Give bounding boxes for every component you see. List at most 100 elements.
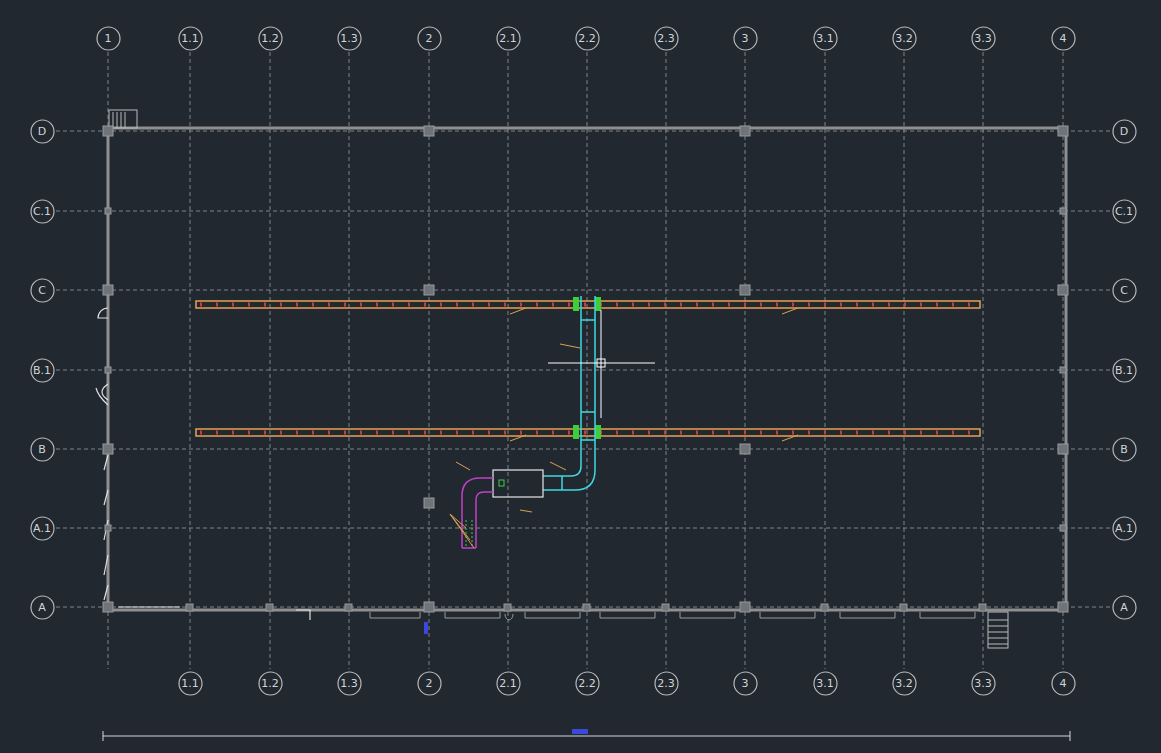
grid-bubble: 1.1 (178, 671, 203, 696)
grid-bubble: 3.1 (813, 26, 838, 51)
grid-bubble: A.1 (30, 516, 55, 541)
bubble-circle (972, 672, 995, 695)
building-wall (108, 128, 1066, 610)
bubble-circle (1052, 672, 1075, 695)
grid-label: 2 (426, 33, 433, 44)
bubble-circle (497, 27, 520, 50)
grid-bubble: 1.3 (337, 671, 362, 696)
grid-bubble: C (30, 278, 55, 303)
grid-bubble: 2 (417, 26, 442, 51)
duct-fitting (573, 297, 601, 439)
grid-label: 1 (105, 33, 112, 44)
grid-bubble: 2.2 (575, 671, 600, 696)
bubble-circle (576, 27, 599, 50)
grid-bubble: A (1112, 595, 1137, 620)
grid-bubble: A (30, 595, 55, 620)
grid-bubble: 4 (1051, 671, 1076, 696)
bubble-circle (1113, 517, 1136, 540)
grid-bubble: B (30, 437, 55, 462)
bubble-circle (655, 27, 678, 50)
column-symbol (103, 126, 1068, 612)
grid-label: A (1120, 602, 1128, 613)
bubble-circle (893, 27, 916, 50)
grid-label: B.1 (33, 365, 51, 376)
bubble-circle (97, 27, 120, 50)
bubble-circle (418, 27, 441, 50)
bubble-circle (814, 27, 837, 50)
bubble-circle (497, 672, 520, 695)
grid-label: 3.3 (974, 678, 992, 689)
bubble-circle (1113, 279, 1136, 302)
grid-label: 4 (1060, 678, 1067, 689)
grid-bubble: 1.2 (258, 26, 283, 51)
grid-bubble: B (1112, 437, 1137, 462)
grid-label: D (38, 126, 46, 137)
bubble-circle (734, 672, 757, 695)
column-tag (424, 622, 428, 634)
grid-label: 1.1 (181, 678, 199, 689)
grid-label: 3.1 (816, 33, 834, 44)
bubble-circle (1052, 27, 1075, 50)
grid-label: 2 (426, 678, 433, 689)
bubble-circle (972, 27, 995, 50)
grid-label: 3.2 (895, 678, 913, 689)
grid-bubble: D (1112, 119, 1137, 144)
stair-symbol (109, 110, 1008, 648)
grid-bubble: 3.3 (971, 26, 996, 51)
bubble-circle (31, 359, 54, 382)
grid-label: A.1 (33, 523, 51, 534)
grid-label: 2.1 (499, 33, 517, 44)
grid-bubble: 3 (733, 26, 758, 51)
grid-bubble: C.1 (30, 199, 55, 224)
bubble-circle (418, 672, 441, 695)
window-symbol (370, 612, 975, 620)
grid-bubble: A.1 (1112, 516, 1137, 541)
bubble-circle (814, 672, 837, 695)
bubble-circle (31, 279, 54, 302)
grid-label: D (1120, 126, 1128, 137)
dimension-tag (572, 729, 588, 734)
main-duct (543, 296, 595, 490)
flex-connection (466, 520, 472, 546)
grid-bubble: 3.2 (892, 26, 917, 51)
grid-label: 1.2 (261, 33, 279, 44)
bubble-circle (338, 27, 361, 50)
bubble-circle (259, 27, 282, 50)
grid-bubble: C.1 (1112, 199, 1137, 224)
bubble-circle (1113, 596, 1136, 619)
grid-label: 1.2 (261, 678, 279, 689)
bubble-circle (179, 27, 202, 50)
bubble-circle (31, 120, 54, 143)
bubble-circle (734, 27, 757, 50)
grid-bubble: 2.3 (654, 671, 679, 696)
grid-bubble: 3.2 (892, 671, 917, 696)
supply-duct (196, 301, 980, 436)
bubble-circle (893, 672, 916, 695)
air-handling-unit (493, 470, 543, 497)
grid-label: 1.3 (340, 678, 358, 689)
bubble-circle (1113, 359, 1136, 382)
annotation-leader (450, 308, 798, 548)
cad-cursor (548, 310, 655, 418)
grid-label: C.1 (1115, 206, 1133, 217)
grid-bubble: 1.3 (337, 26, 362, 51)
bubble-circle (31, 438, 54, 461)
grid-bubble: 3.1 (813, 671, 838, 696)
grid-label: 2.2 (578, 678, 596, 689)
grid-bubble: 2.3 (654, 26, 679, 51)
bubble-circle (1113, 438, 1136, 461)
grid-label: A (38, 602, 46, 613)
grid-bubble: 2.2 (575, 26, 600, 51)
grid-bubble: 1.2 (258, 671, 283, 696)
grid-label: 2.2 (578, 33, 596, 44)
bubble-circle (1113, 120, 1136, 143)
grid-label: C.1 (33, 206, 51, 217)
bubble-circle (1113, 200, 1136, 223)
grid-bubble: B.1 (1112, 358, 1137, 383)
grid-label: 2.3 (657, 678, 675, 689)
grid-lines (56, 52, 1110, 669)
grid-bubble: B.1 (30, 358, 55, 383)
